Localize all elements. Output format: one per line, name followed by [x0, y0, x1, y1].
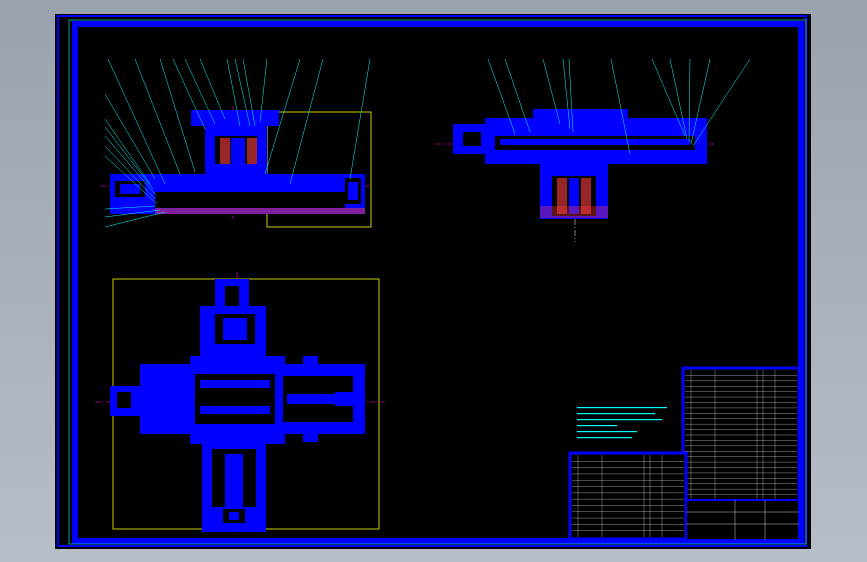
title-block	[685, 499, 800, 541]
parts-list-left	[568, 451, 688, 541]
cad-viewport[interactable]	[55, 14, 811, 549]
side-view	[435, 58, 751, 242]
front-view	[100, 58, 372, 228]
parts-list-right	[681, 366, 801, 520]
trim-line	[68, 19, 807, 545]
drawing-border	[72, 21, 804, 544]
drawing-canvas	[57, 15, 807, 547]
top-view	[95, 272, 385, 534]
technical-notes	[577, 407, 667, 439]
